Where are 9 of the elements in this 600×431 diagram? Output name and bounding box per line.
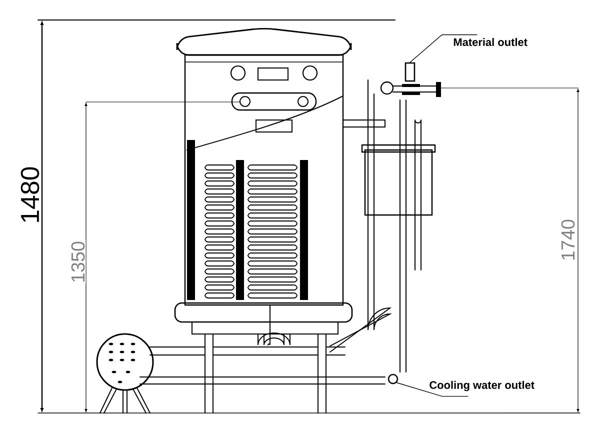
dimension-label: 1740: [560, 218, 576, 262]
leader-line: [396, 382, 468, 397]
valve-icon: [404, 62, 416, 82]
callout-text: Material outlet: [454, 38, 528, 46]
dimension-label: 1480: [20, 165, 40, 225]
valve-icon: [388, 374, 398, 384]
leader-line: [410, 34, 478, 63]
callout-text: Cooling water outlet: [430, 380, 534, 392]
dimension-label: 1350: [70, 240, 86, 284]
